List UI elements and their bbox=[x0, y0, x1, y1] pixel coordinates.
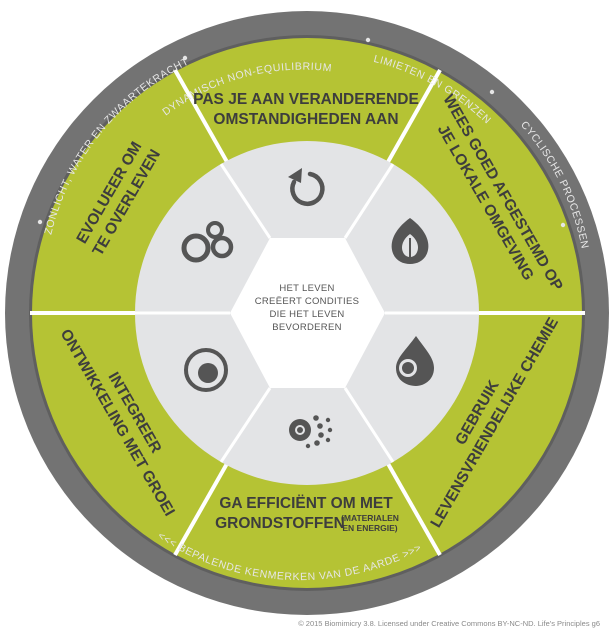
center-line3: DIE HET LEVEN bbox=[270, 309, 345, 320]
center-statement: HET LEVEN CREËERT CONDITIES DIE HET LEVE… bbox=[255, 283, 360, 333]
bubbles-icon bbox=[181, 221, 234, 263]
segment-top-line2: OMSTANDIGHEDEN AAN bbox=[213, 111, 398, 128]
inner-dividers bbox=[135, 163, 479, 463]
segment-bottom-small2: EN ENERGIE) bbox=[342, 523, 397, 533]
segment-bottom-small1: (MATERIALEN bbox=[341, 513, 399, 523]
droplet-icon bbox=[396, 336, 434, 386]
segment-bottom-line2: GRONDSTOFFEN bbox=[215, 515, 345, 532]
center-line2: CREËERT CONDITIES bbox=[255, 296, 360, 307]
leaf-flame-icon bbox=[391, 218, 429, 264]
center-hexagon bbox=[230, 238, 385, 388]
segment-top-line1: PAS JE AAN VERANDERENDE bbox=[193, 91, 419, 108]
concentric-circle-icon bbox=[184, 348, 228, 392]
center-line4: BEVORDEREN bbox=[272, 322, 342, 333]
copyright-credit: © 2015 Biomimicry 3.8. Licensed under Cr… bbox=[298, 619, 600, 628]
dispersing-dots-icon bbox=[289, 415, 333, 449]
segment-bottom-line1: GA EFFICIËNT OM MET bbox=[219, 495, 393, 512]
segment-bottom: GA EFFICIËNT OM MET GRONDSTOFFEN (MATERI… bbox=[215, 495, 399, 533]
ring-separators bbox=[37, 37, 566, 228]
center-line1: HET LEVEN bbox=[279, 283, 334, 294]
cycle-arrow-icon bbox=[288, 168, 325, 207]
segment-top: PAS JE AAN VERANDERENDE OMSTANDIGHEDEN A… bbox=[193, 91, 419, 128]
